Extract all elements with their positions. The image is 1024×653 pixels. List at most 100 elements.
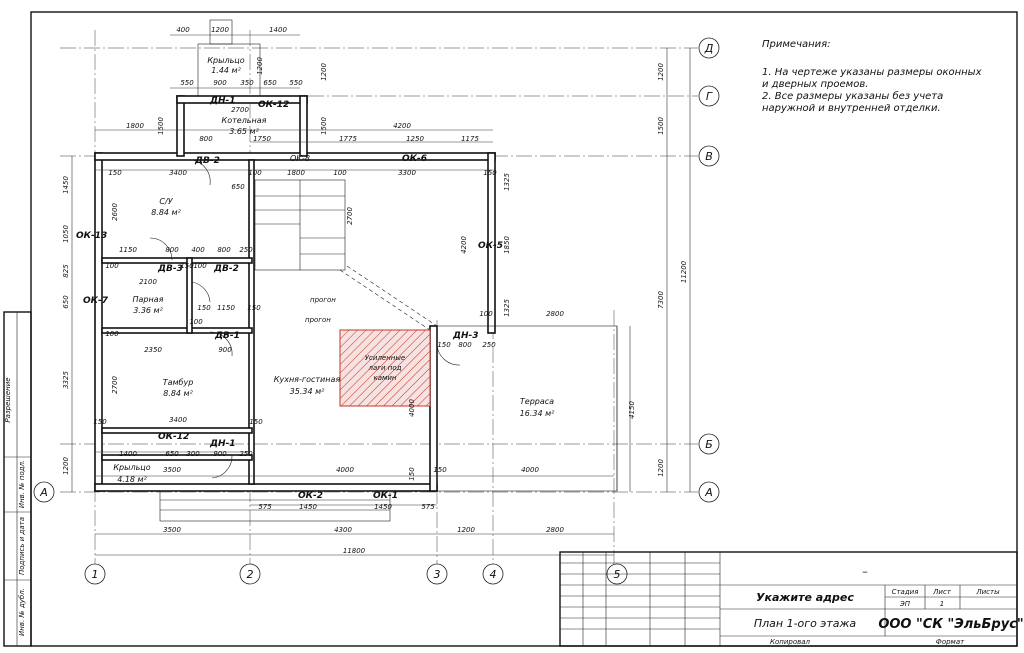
- title-block: – Укажите адрес План 1-ого этажа ООО "СК…: [559, 551, 1024, 647]
- side-stamp-resolution: Разрешение: [4, 377, 12, 422]
- dim-porch-0: 550: [180, 79, 194, 87]
- dim-mid1-3: 800: [217, 246, 231, 254]
- dim-left-v-5: 1200: [62, 457, 70, 475]
- opening-ok12-bottom: ОК-12: [158, 432, 189, 442]
- dim-bottom3-2: 1200: [457, 526, 475, 534]
- dim-porch-3: 650: [263, 79, 277, 87]
- dim-2700v: 2700: [346, 207, 354, 225]
- dim-mid1-4: 250: [239, 246, 253, 254]
- dim-bottom3-0: 3500: [163, 526, 181, 534]
- opening-ok7: ОК-7: [83, 296, 109, 306]
- dim-total: 11800: [343, 547, 366, 555]
- dim-1325b: 1325: [503, 299, 511, 317]
- notes-line-3: 2. Все размеры указаны без учета: [762, 90, 943, 102]
- dim-1750: 1750: [253, 135, 271, 143]
- sauna-area: 3.36 м²: [133, 306, 163, 315]
- dim-650: 650: [231, 183, 245, 191]
- side-stamp-signature: Подпись и дата: [18, 517, 26, 575]
- dim-left-v-2: 825: [62, 264, 70, 278]
- dim-bottom3-1: 4300: [334, 526, 352, 534]
- opening-dv2-mid: ДВ-2: [213, 264, 239, 274]
- dim-2350: 2350: [144, 346, 162, 354]
- stamp-copied: Копировал: [770, 638, 811, 646]
- notes-line-1: 1. На чертеже указаны размеры оконных: [762, 67, 982, 78]
- dim-100b: 100: [193, 262, 207, 270]
- notes-line-4: наружной и внутренней отделки.: [762, 103, 941, 114]
- dimension-lines: [71, 34, 691, 556]
- dim-1150: 1150: [217, 304, 235, 312]
- stamp-format: Формат: [936, 638, 965, 646]
- dim-terrace-top: 2800: [546, 310, 564, 318]
- girder-label-2: прогон: [305, 316, 331, 324]
- opening-dn3: ДН-3: [452, 331, 479, 341]
- dim-800: 800: [199, 135, 213, 143]
- dim-100a: 100: [105, 262, 119, 270]
- opening-dv3: ДВ-3: [157, 264, 183, 274]
- dim-4000b: 4000: [521, 466, 539, 474]
- porch-top-name: Крыльцо: [207, 56, 244, 65]
- terrace-name: Терраса: [520, 397, 554, 406]
- axis-a-left-label: А: [39, 486, 48, 499]
- notes-title: Примечания:: [762, 39, 831, 50]
- dim-4000v: 4000: [408, 399, 416, 417]
- dim-mid1-2: 400: [191, 246, 205, 254]
- dim-900a: 900: [218, 346, 232, 354]
- porch-bottom-area: 4.18 м²: [117, 475, 147, 484]
- dim-2100: 2100: [139, 278, 157, 286]
- dim-right-v-2: 7300: [657, 291, 665, 309]
- opening-ok1: ОК-1: [373, 491, 398, 501]
- bathroom-area: 8.84 м²: [151, 208, 181, 217]
- dim-porch-right: 1200: [256, 57, 264, 75]
- opening-dn1-top: ДН-1: [209, 96, 236, 106]
- dim-wall-top-5: 3300: [398, 169, 416, 177]
- kitchen-name: Кухня-гостиная: [274, 375, 341, 384]
- dim-3500a: 3500: [163, 466, 181, 474]
- dim-4150: 4150: [628, 401, 636, 419]
- opening-dv1: ДВ-1: [214, 331, 240, 341]
- boiler-area: 3.65 м²: [229, 127, 259, 136]
- dim-100e: 100: [479, 310, 493, 318]
- dim-bottom1-4: 250: [239, 450, 253, 458]
- dimension-texts: 400 1200 1400 550 900 350 650 550 1200 1…: [62, 26, 688, 555]
- dim-left-v-4: 3325: [62, 371, 70, 389]
- room-labels: Крыльцо 1.44 м² Котельная 3.65 м² С/У 8.…: [113, 56, 555, 484]
- axis-bubbles-vertical: 1 2 3 4 5: [84, 563, 628, 585]
- dim-wall-top-3: 1800: [287, 169, 305, 177]
- dim-150f: 150: [408, 467, 416, 481]
- dim-wall-top-4: 100: [333, 169, 347, 177]
- dim-1850: 1850: [503, 236, 511, 254]
- opening-ok5: ОК-5: [478, 241, 503, 251]
- dim-dn3-0: 150: [437, 341, 451, 349]
- bathroom-name: С/У: [159, 197, 173, 206]
- dim-left-v-3: 650: [62, 295, 70, 309]
- reinforced-label-2: лаги под: [368, 364, 402, 372]
- dim-porch-2: 350: [240, 79, 254, 87]
- girder-label-1: прогон: [310, 296, 336, 304]
- reinforced-label-3: камин: [374, 374, 397, 382]
- dim-4200: 4200: [393, 122, 411, 130]
- dim-3400: 3400: [169, 416, 187, 424]
- dim-100c: 100: [189, 318, 203, 326]
- axis-bubbles-horizontal: Д Г В Б А А: [33, 37, 720, 503]
- dim-top-0: 400: [176, 26, 190, 34]
- side-stamp: Разрешение Инв. № подл. Подпись и дата И…: [3, 311, 32, 647]
- dim-4000a: 4000: [336, 466, 354, 474]
- opening-ok2: ОК-2: [298, 491, 323, 501]
- dim-mid1-1: 800: [165, 246, 179, 254]
- vestibule-area: 8.84 м²: [163, 389, 193, 398]
- dim-dn3-2: 250: [482, 341, 496, 349]
- axis-v-label: В: [705, 150, 713, 163]
- stamp-sheet-title: План 1-ого этажа: [754, 617, 857, 630]
- opening-ok12-top: ОК-12: [258, 100, 289, 110]
- dim-100d: 100: [105, 330, 119, 338]
- dim-150e: 150: [249, 418, 263, 426]
- dim-porch-4: 550: [289, 79, 303, 87]
- opening-ok6: ОК-6: [402, 154, 427, 164]
- dim-150d: 150: [93, 418, 107, 426]
- dim-150a: 150: [180, 262, 194, 270]
- dim-bottom1-0: 1400: [119, 450, 137, 458]
- dim-right-v-4: 1200: [657, 459, 665, 477]
- dim-top-2: 1400: [269, 26, 287, 34]
- dim-row-b-2: 1175: [461, 135, 479, 143]
- opening-ok13: ОК-13: [76, 231, 107, 241]
